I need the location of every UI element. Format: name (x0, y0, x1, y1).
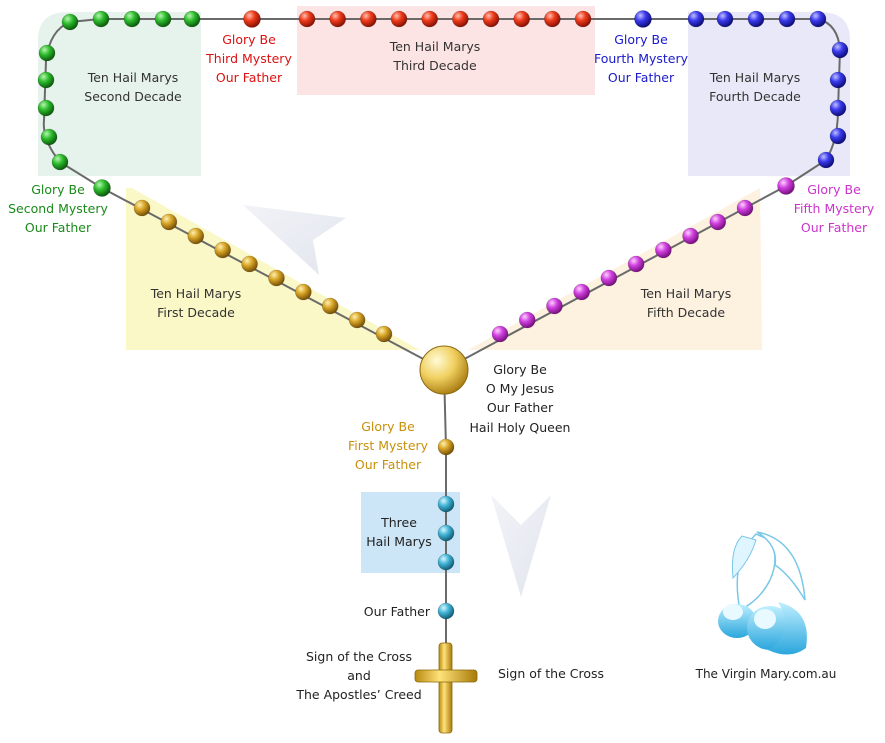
hail-mary-bead-fifth-decade (518, 311, 536, 329)
hail-mary-bead-first-decade (268, 269, 285, 287)
our-father-bead-first-mystery (437, 438, 455, 456)
hail-mary-bead-third-decade (513, 10, 530, 28)
hail-mary-bead-second-decade (38, 44, 56, 62)
hail-mary-bead-first-decade (214, 241, 231, 259)
hail-mary-bead-first-decade (295, 283, 312, 301)
fifth-decade-panel (468, 188, 762, 350)
hail-mary-bead-fifth-decade (546, 297, 563, 315)
hail-mary-bead-third-decade (452, 10, 469, 28)
hail-mary-bead-fourth-decade (747, 10, 765, 28)
hail-mary-bead-third-decade (298, 10, 316, 28)
hail-mary-bead-third-decade (390, 10, 408, 28)
our-father-label: Our Father (364, 604, 431, 619)
our-father-bead-fourth-mystery (634, 10, 652, 28)
hail-mary-bead-third-decade (360, 10, 377, 28)
first-decade-panel (126, 188, 420, 350)
hail-mary-bead-fourth-decade (817, 151, 835, 169)
hail-mary-bead-fourth-decade (687, 10, 705, 28)
hail-mary-bead-third-decade (482, 10, 500, 28)
hail-mary-bead-fourth-decade (778, 10, 796, 28)
hail-mary-bead-pendant (437, 495, 455, 513)
hail-mary-bead-fifth-decade (627, 255, 645, 273)
fourth-decade-panel (688, 12, 850, 176)
hail-mary-bead-first-decade (133, 199, 151, 217)
hail-mary-bead-third-decade (544, 10, 561, 28)
center-medal (419, 345, 469, 395)
our-father-bead-fifth-mystery (777, 177, 795, 195)
hail-mary-bead-second-decade (37, 99, 55, 117)
our-father-bead-third-mystery (243, 10, 261, 28)
our-father-bead-second-mystery (93, 179, 111, 197)
second-decade-panel (38, 12, 201, 176)
hail-mary-bead-fourth-decade (829, 127, 847, 145)
counterclockwise-direction-arrow-icon (243, 205, 346, 275)
hail-mary-bead-second-decade (123, 10, 141, 28)
our-father-bead-pendant (437, 602, 455, 620)
hail-mary-bead-second-decade (61, 13, 79, 31)
hail-mary-bead-second-decade (154, 10, 172, 28)
hail-mary-bead-third-decade (421, 10, 438, 28)
crucifix-icon (414, 642, 478, 734)
hail-mary-bead-first-decade (348, 311, 366, 329)
hail-mary-bead-fourth-decade (809, 10, 827, 28)
hail-mary-bead-fourth-decade (716, 10, 734, 28)
virgin-mary-silhouette-icon (718, 531, 807, 655)
hail-mary-bead-first-decade (241, 255, 258, 273)
hail-mary-bead-third-decade (574, 10, 592, 28)
hail-mary-bead-fifth-decade (655, 241, 672, 259)
hail-mary-bead-second-decade (92, 10, 110, 28)
hail-mary-bead-first-decade (160, 213, 178, 231)
hail-mary-bead-fifth-decade (600, 269, 618, 287)
cross-right-label: Sign of the Cross (498, 666, 604, 681)
hail-mary-bead-third-decade (329, 10, 346, 28)
rosary-beads (37, 10, 849, 620)
hail-mary-bead-fourth-decade (831, 41, 849, 59)
hail-mary-bead-fifth-decade (491, 325, 509, 343)
hail-mary-bead-fifth-decade (736, 199, 754, 217)
hail-mary-bead-fourth-decade (829, 99, 847, 117)
hail-mary-bead-second-decade (40, 128, 58, 146)
hail-mary-bead-first-decade (187, 227, 205, 245)
hail-mary-bead-first-decade (321, 297, 339, 315)
hail-mary-bead-first-decade (375, 325, 393, 343)
hail-mary-bead-fifth-decade (682, 227, 699, 245)
downward-direction-arrow-icon (491, 495, 551, 597)
hail-mary-bead-fifth-decade (573, 283, 590, 301)
hail-mary-bead-second-decade (51, 153, 69, 171)
hail-mary-bead-pendant (437, 553, 455, 571)
hail-mary-bead-fourth-decade (829, 71, 847, 89)
hail-mary-bead-second-decade (183, 10, 201, 28)
hail-mary-bead-second-decade (37, 71, 55, 89)
site-logo-text: The Virgin Mary.com.au (695, 667, 837, 681)
hail-mary-bead-pendant (437, 524, 455, 542)
hail-mary-bead-fifth-decade (709, 213, 727, 231)
